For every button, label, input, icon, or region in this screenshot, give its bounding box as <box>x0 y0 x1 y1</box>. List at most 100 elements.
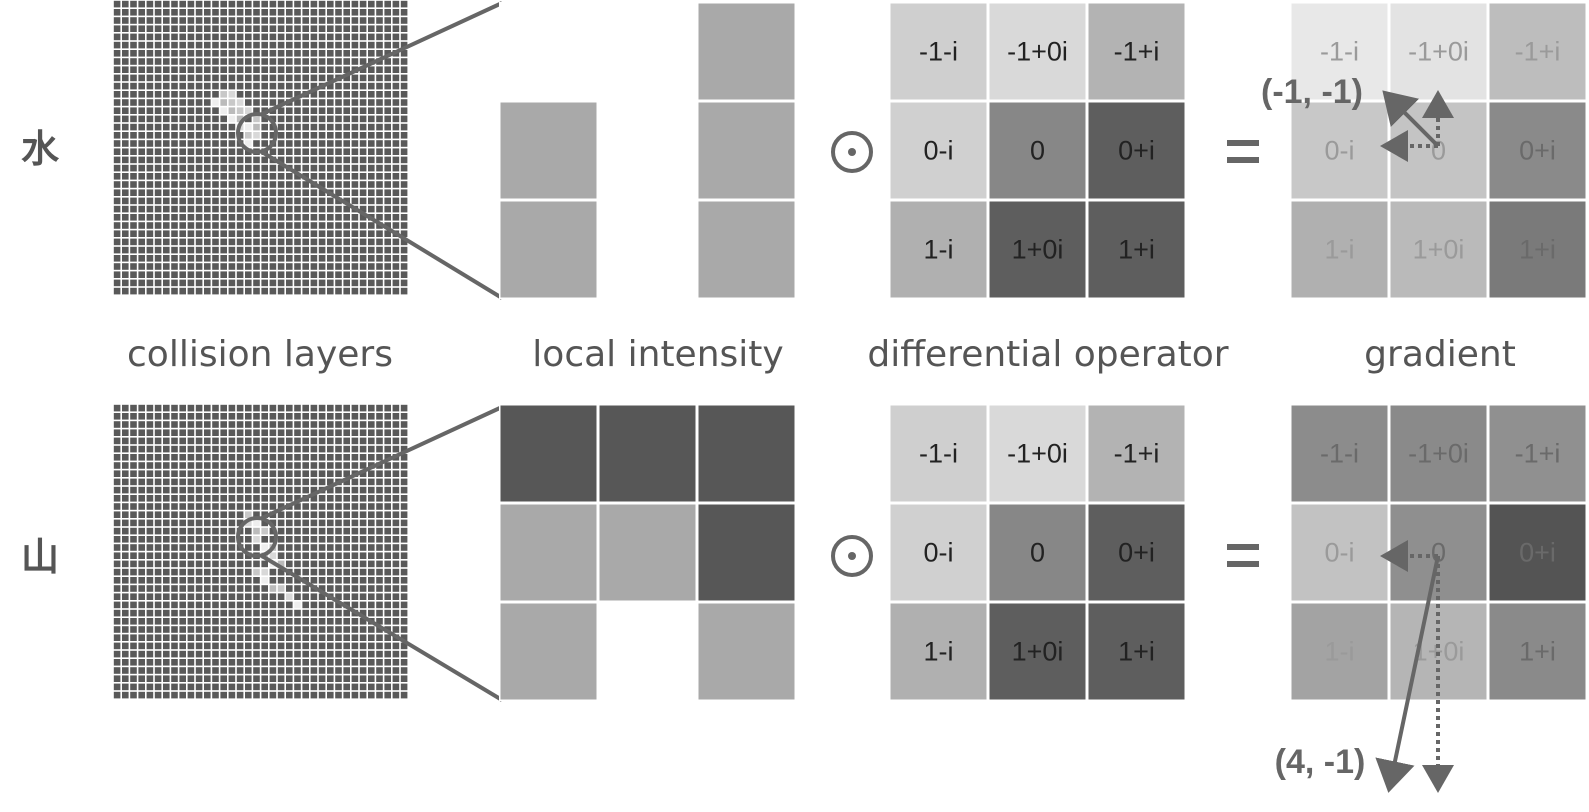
collision-cell <box>228 675 236 682</box>
collision-cell <box>212 609 219 617</box>
collision-cell <box>171 445 178 453</box>
collision-cell <box>154 527 162 535</box>
collision-cell <box>138 454 145 461</box>
collision-cell <box>220 404 227 412</box>
collision-cell <box>236 263 244 270</box>
collision-cell <box>318 205 326 213</box>
collision-cell <box>310 164 318 172</box>
collision-cell <box>269 454 277 461</box>
collision-cell <box>171 404 178 412</box>
collision-cell <box>269 148 277 155</box>
collision-cell <box>245 279 252 287</box>
collision-cell <box>286 618 293 625</box>
collision-cell <box>392 626 400 633</box>
collision-cell <box>392 205 400 213</box>
collision-cell <box>138 246 145 254</box>
collision-cell <box>171 642 178 650</box>
collision-cell <box>212 222 219 229</box>
collision-cell <box>245 642 252 650</box>
collision-cell <box>195 421 203 428</box>
collision-cell <box>195 99 203 106</box>
collision-cell <box>228 667 236 674</box>
collision-cell <box>318 683 326 691</box>
collision-cell <box>220 601 227 609</box>
collision-cell <box>187 560 195 568</box>
collision-cell <box>351 0 359 8</box>
gradient-cell <box>1291 201 1388 298</box>
intensity-cell <box>599 201 696 298</box>
collision-cell <box>384 536 391 543</box>
collision-cell <box>376 91 383 98</box>
collision-cell <box>113 519 121 527</box>
collision-cell <box>294 279 301 287</box>
collision-cell <box>302 140 309 147</box>
collision-cell <box>204 66 211 73</box>
collision-cell <box>302 123 309 131</box>
collision-cell <box>212 667 219 674</box>
collision-cell <box>318 41 326 49</box>
collision-cell <box>294 9 301 16</box>
collision-cell <box>335 454 342 461</box>
collision-cell <box>220 279 227 287</box>
intensity-cell <box>500 3 597 100</box>
collision-cell <box>318 263 326 270</box>
collision-cell <box>400 82 408 90</box>
collision-cell <box>359 568 367 576</box>
collision-cell <box>220 445 227 453</box>
collision-cell <box>384 650 391 658</box>
collision-cell <box>154 214 162 221</box>
collision-cell <box>318 107 326 114</box>
collision-cell <box>236 437 244 445</box>
collision-cell <box>294 246 301 254</box>
collision-cell <box>261 454 268 461</box>
collision-cell <box>130 675 137 682</box>
collision-cell <box>228 189 236 196</box>
collision-cell <box>204 593 211 600</box>
collision-cell <box>400 91 408 98</box>
collision-cell <box>154 33 162 41</box>
collision-cell <box>392 123 400 131</box>
collision-cell <box>400 683 408 691</box>
collision-cell <box>302 609 309 617</box>
collision-cell <box>228 593 236 600</box>
collision-cell <box>171 132 178 139</box>
collision-cell <box>228 445 236 453</box>
collision-cell <box>154 222 162 229</box>
collision-cell <box>318 478 326 486</box>
collision-cell <box>318 536 326 543</box>
collision-cell <box>171 115 178 123</box>
collision-cell <box>327 115 334 123</box>
collision-cell <box>130 691 137 699</box>
collision-cell <box>277 511 285 518</box>
collision-cell <box>269 552 277 559</box>
collision-cell <box>343 503 350 510</box>
collision-cell <box>302 462 309 469</box>
collision-cell <box>351 585 359 592</box>
collision-cell <box>368 74 375 82</box>
collision-cell <box>343 0 350 8</box>
collision-cell <box>154 675 162 682</box>
collision-cell <box>335 659 342 666</box>
collision-cell <box>154 17 162 24</box>
collision-cell <box>343 495 350 502</box>
collision-cell <box>130 74 137 82</box>
collision-cell <box>376 263 383 270</box>
collision-cell <box>261 279 268 287</box>
collision-cell <box>400 41 408 49</box>
collision-cell <box>253 585 260 592</box>
collision-cell <box>327 495 334 502</box>
collision-cell <box>294 17 301 24</box>
collision-cell <box>171 585 178 592</box>
collision-cell <box>269 222 277 229</box>
collision-cell <box>351 626 359 633</box>
collision-cell <box>302 667 309 674</box>
collision-cell <box>343 683 350 691</box>
collision-cell <box>146 25 154 32</box>
collision-cell <box>113 609 121 617</box>
collision-cell <box>310 50 318 57</box>
collision-cell <box>236 246 244 254</box>
collision-cell <box>138 173 145 180</box>
collision-cell <box>310 107 318 114</box>
collision-cell <box>376 181 383 188</box>
collision-cell <box>351 287 359 295</box>
